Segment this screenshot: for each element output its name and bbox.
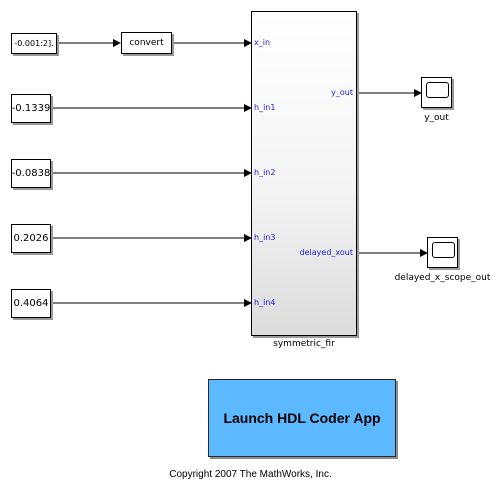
- constant-block-h-in4[interactable]: 0.4064: [11, 289, 51, 318]
- scope-screen-icon: [426, 82, 449, 98]
- constant-value: -0.0838: [11, 168, 51, 179]
- constant-block-h-in2[interactable]: -0.0838: [11, 159, 51, 188]
- scope-y-out[interactable]: [421, 77, 452, 108]
- scope-y-out-caption: y_out: [424, 113, 449, 123]
- constant-block-h-in1[interactable]: -0.1339: [11, 94, 51, 123]
- constant-value: -0.1339: [11, 103, 51, 114]
- output-port-y-out: y_out: [331, 88, 353, 97]
- input-port-h-in4: h_in4: [254, 298, 276, 307]
- output-port-delayed-xout: delayed_xout: [299, 248, 353, 257]
- constant-value: 0.2026: [13, 233, 49, 244]
- convert-label: convert: [129, 38, 164, 48]
- input-port-h-in3: h_in3: [254, 233, 276, 242]
- input-port-x-in: x_in: [254, 38, 271, 47]
- ramp-source-label: -0.001:2].: [14, 39, 54, 48]
- subsystem-caption: symmetric_fir: [273, 339, 335, 349]
- ramp-source-block[interactable]: -0.001:2].: [11, 33, 57, 54]
- input-port-h-in1: h_in1: [254, 103, 276, 112]
- constant-value: 0.4064: [13, 298, 49, 309]
- input-port-h-in2: h_in2: [254, 168, 276, 177]
- constant-block-h-in3[interactable]: 0.2026: [11, 224, 51, 253]
- launch-button-label: Launch HDL Coder App: [223, 410, 381, 426]
- convert-block[interactable]: convert: [121, 32, 172, 54]
- scope-delayed-caption: delayed_x_scope_out: [394, 273, 491, 283]
- symmetric-fir-subsystem[interactable]: [251, 11, 357, 336]
- scope-screen-icon: [432, 242, 455, 258]
- launch-hdl-coder-button[interactable]: Launch HDL Coder App: [208, 379, 396, 457]
- copyright-notice: Copyright 2007 The MathWorks, Inc.: [169, 469, 332, 480]
- scope-delayed-x[interactable]: [427, 237, 458, 268]
